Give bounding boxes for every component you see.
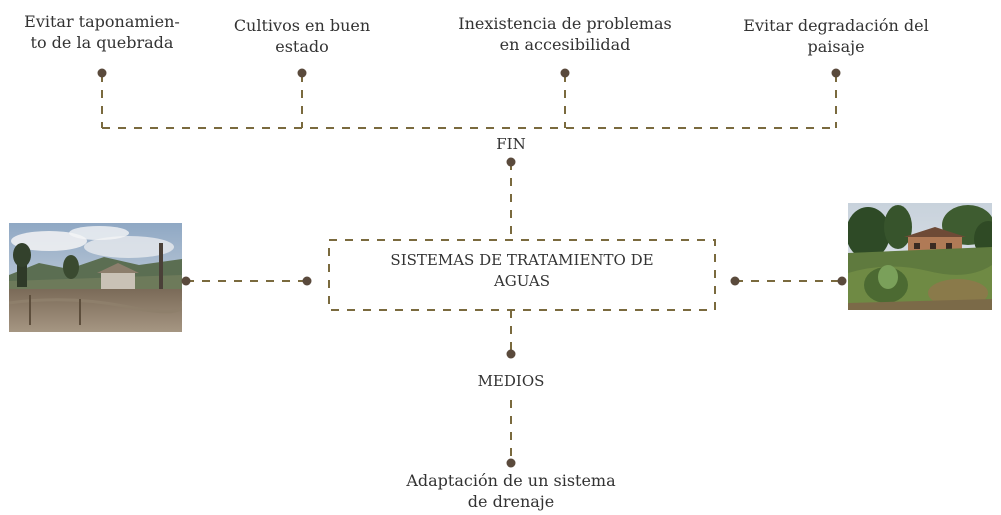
- effect-label-2: Cultivos en buen estado: [202, 15, 402, 57]
- node-effect-4: [831, 68, 841, 78]
- node-medios: [506, 349, 516, 359]
- node-effect-2: [297, 68, 307, 78]
- effect-label-4-line1: Evitar degradación del: [743, 16, 929, 35]
- medio-item-line2: de drenaje: [467, 492, 555, 511]
- node-effect-3: [560, 68, 570, 78]
- left-photo-image: [9, 223, 182, 332]
- right-photo-image: [848, 203, 992, 310]
- fin-label: FIN: [461, 134, 561, 155]
- node-left-box: [302, 276, 312, 286]
- effect-label-4-line2: paisaje: [807, 37, 865, 56]
- central-box-line2: AGUAS: [493, 272, 551, 290]
- right-photo: [848, 203, 992, 310]
- effect-label-2-line2: estado: [275, 37, 329, 56]
- effect-label-2-line1: Cultivos en buen: [233, 16, 371, 35]
- node-medio-item: [506, 458, 516, 468]
- node-left-photo: [181, 276, 191, 286]
- node-right-box: [730, 276, 740, 286]
- medios-label-text: MEDIOS: [477, 372, 545, 390]
- medio-item-label: Adaptación de un sistema de drenaje: [381, 470, 641, 512]
- central-box-border: [328, 239, 716, 311]
- effect-label-3: Inexistencia de problemas en accesibilid…: [445, 13, 685, 55]
- medio-item-line1: Adaptación de un sistema: [406, 471, 616, 490]
- node-fin: [506, 157, 516, 167]
- effect-label-4: Evitar degradación del paisaje: [716, 15, 956, 57]
- central-box-line1: SISTEMAS DE TRATAMIENTO DE: [390, 251, 654, 269]
- fin-label-text: FIN: [496, 135, 526, 153]
- effect-label-1-line1: Evitar taponamien-: [24, 12, 180, 31]
- left-photo: [9, 223, 182, 332]
- central-box-label: SISTEMAS DE TRATAMIENTO DE AGUAS: [329, 250, 715, 292]
- effect-label-3-line2: en accesibilidad: [499, 35, 631, 54]
- effect-label-1: Evitar taponamien- to de la quebrada: [2, 11, 202, 53]
- effect-label-1-line2: to de la quebrada: [30, 33, 174, 52]
- node-effect-1: [97, 68, 107, 78]
- medios-label: MEDIOS: [441, 371, 581, 392]
- effect-label-3-line1: Inexistencia de problemas: [458, 14, 672, 33]
- node-right-photo: [837, 276, 847, 286]
